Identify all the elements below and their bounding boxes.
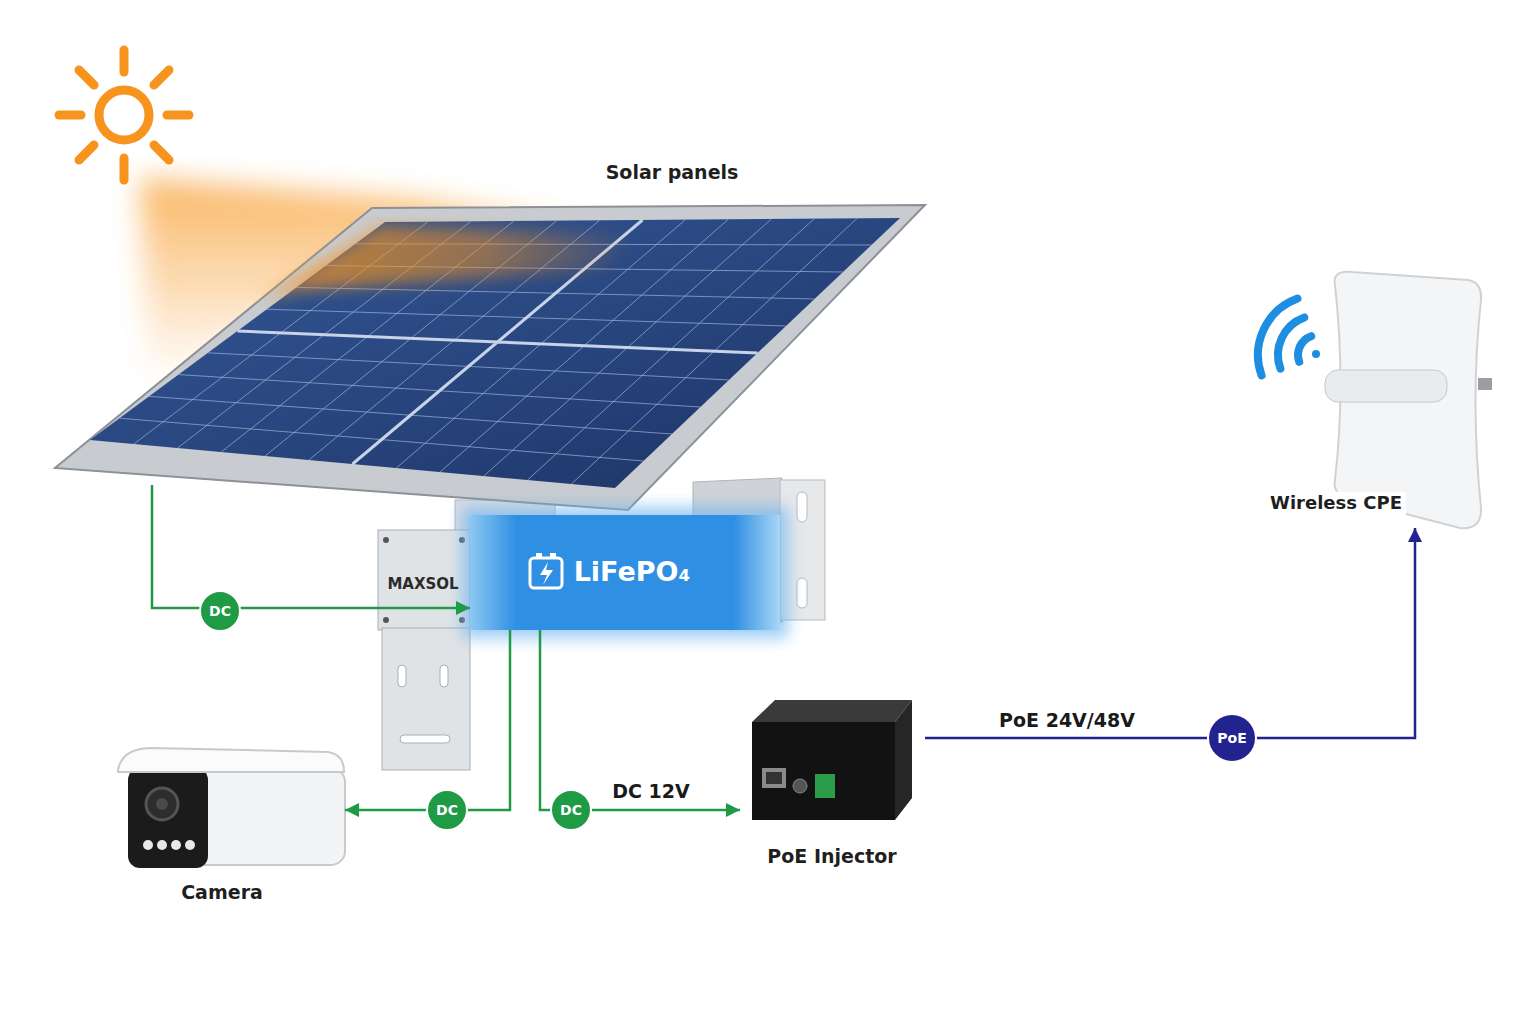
wifi-signal-icon-part (1298, 336, 1311, 362)
sun-icon-part (167, 111, 189, 120)
sun-icon (59, 50, 189, 180)
sun-icon-part (120, 50, 129, 72)
battery-housing-part (398, 665, 406, 687)
wifi-signal-icon-part (1312, 350, 1320, 358)
camera-drawing-part (171, 840, 181, 850)
node-label: Camera (181, 882, 263, 904)
solar-panel: Solar panels (58, 205, 926, 485)
poe-injector-drawing-part (793, 779, 807, 793)
signal-badge: DC (199, 590, 241, 632)
camera-drawing-part (146, 788, 178, 820)
solar-panel-drawing (55, 205, 925, 510)
wifi-signal-icon (1258, 299, 1320, 376)
solar-panel-drawing-part (55, 205, 925, 510)
node-label: Wireless CPE (1266, 492, 1406, 515)
camera: Camera (115, 745, 345, 870)
solar-panel-drawing-part (238, 220, 758, 464)
camera-drawing-part (156, 798, 168, 810)
poe-injector-drawing-part (752, 700, 912, 722)
solar-panel-drawing-part (90, 218, 900, 488)
poe-injector: PoE Injector (740, 695, 925, 825)
battery-housing-part (383, 537, 389, 543)
poe-injector-drawing-part (752, 722, 895, 820)
battery-housing-part (378, 530, 470, 630)
node-label: LiFePO₄ (574, 556, 691, 587)
poe-injector-drawing-part (762, 768, 786, 788)
camera-drawing (118, 748, 345, 868)
solar-panel-drawing-part (120, 218, 872, 484)
camera-drawing-part (143, 840, 153, 850)
node-label: PoE Injector (767, 846, 896, 868)
connector-line (152, 485, 470, 608)
signal-badge: PoE (1207, 713, 1257, 763)
edge-label: PoE 24V/48V (999, 710, 1135, 732)
battery-housing-part (400, 735, 450, 743)
sun-icon-part (59, 111, 81, 120)
battery-housing-part (470, 515, 780, 630)
sun-icon-part (79, 70, 94, 85)
battery-housing-part (383, 617, 389, 623)
wireless-cpe-drawing (1325, 272, 1492, 528)
wifi-signal-icon-part (1258, 299, 1298, 376)
camera-drawing-part (118, 748, 344, 772)
battery-housing-part (550, 553, 556, 558)
mount-bracket-part (797, 578, 807, 608)
battery-housing-part (536, 553, 542, 558)
wireless-cpe-drawing-part (1478, 378, 1492, 390)
sun-icon-part (79, 145, 94, 160)
sun-icon-part (154, 145, 169, 160)
battery-box: LiFePO₄ (470, 515, 780, 630)
poe-injector-drawing-part (815, 774, 835, 798)
connector-line (345, 630, 510, 810)
battery-housing-part (462, 507, 788, 638)
wifi-signal-icon-part (1278, 317, 1304, 368)
poe-injector-drawing-part (766, 772, 782, 784)
battery-housing-part (540, 562, 553, 585)
poe-injector-drawing-part (895, 700, 912, 820)
sun-icon-part (154, 70, 169, 85)
poe-injector-drawing (752, 700, 912, 820)
edge-label: DC 12V (612, 781, 689, 803)
solar-panel-drawing-part (260, 225, 640, 300)
battery-housing (378, 507, 788, 770)
wireless-cpe-drawing-part (1325, 370, 1447, 402)
wireless-cpe: Wireless CPE (1325, 270, 1493, 528)
mount-bracket-part (797, 492, 807, 522)
node-label: Solar panels (606, 162, 739, 184)
camera-drawing-part (185, 840, 195, 850)
sun-icon-part (120, 158, 129, 180)
sun-icon-part (99, 90, 149, 140)
signal-badge: DC (550, 789, 592, 831)
brand-label: MAXSOL (387, 576, 458, 593)
battery-housing-part (382, 628, 470, 770)
camera-drawing-part (157, 840, 167, 850)
connector-line (540, 630, 740, 810)
battery-housing-part (440, 665, 448, 687)
connector-line (925, 528, 1415, 738)
battery-housing-part (530, 558, 562, 588)
signal-badge: DC (426, 789, 468, 831)
camera-drawing-part (128, 768, 208, 868)
